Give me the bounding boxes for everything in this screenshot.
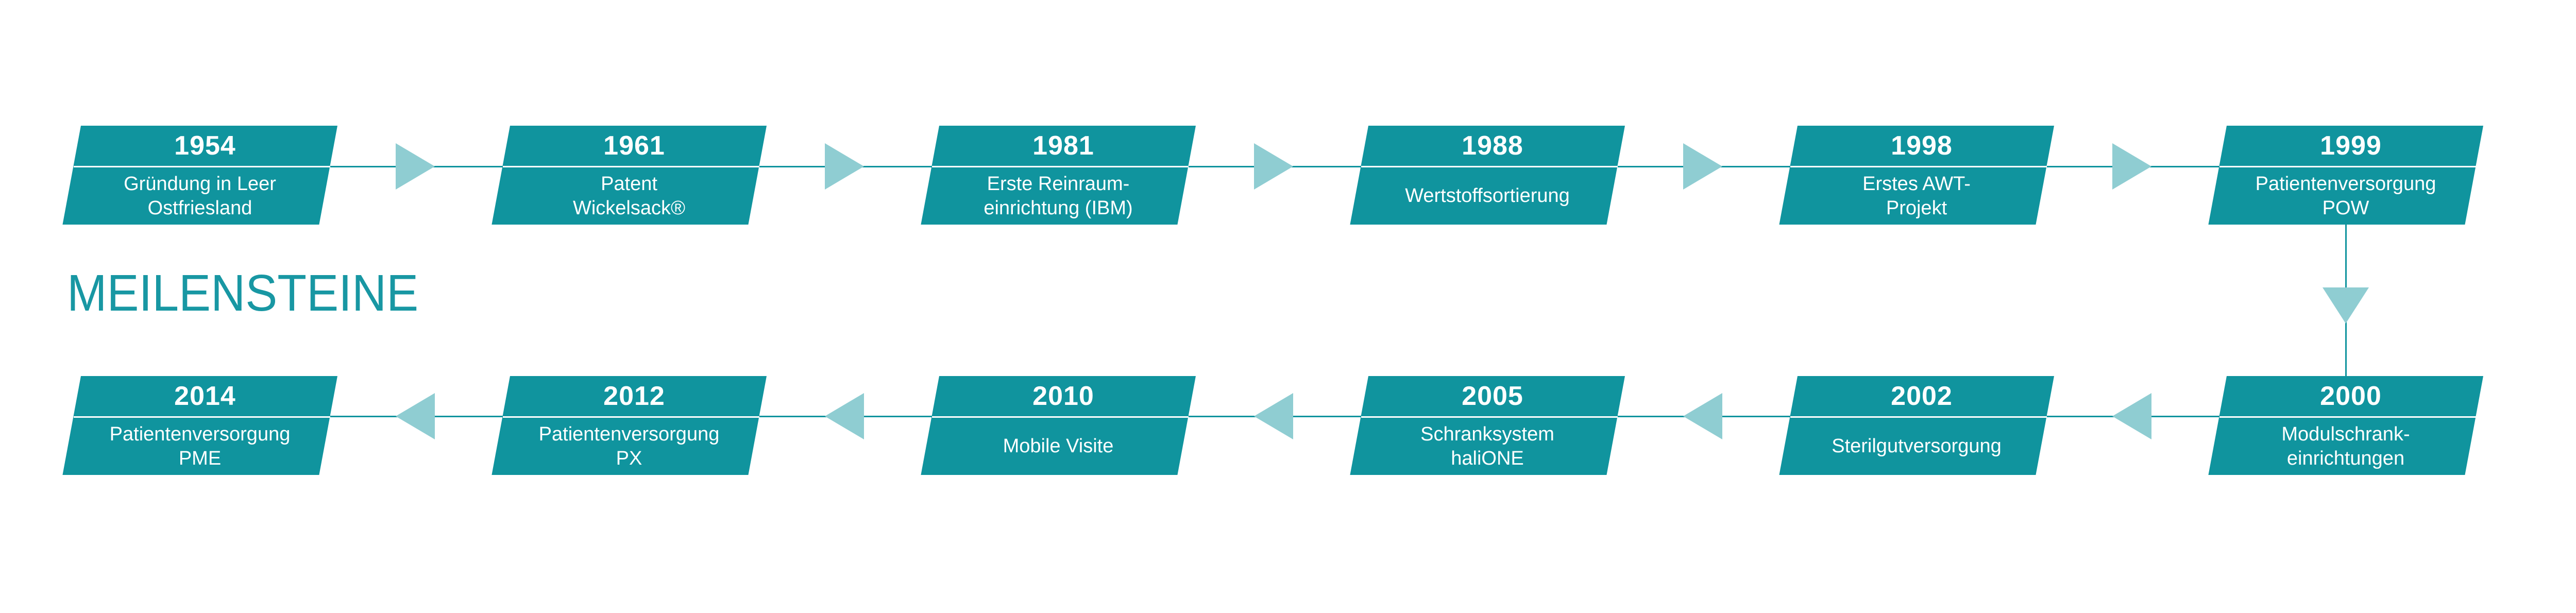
separator-line bbox=[1790, 166, 2047, 167]
milestone-description: Sterilgutversorgung bbox=[1788, 418, 2045, 475]
milestone-description: Erste Reinraum-einrichtung (IBM) bbox=[930, 167, 1187, 225]
milestone-description-line: Schranksystem bbox=[1420, 423, 1554, 445]
milestone-description-line: Projekt bbox=[1886, 197, 1947, 219]
milestone-description-line: Gründung in Leer bbox=[124, 173, 276, 195]
milestone-description: Wertstoffsortierung bbox=[1359, 167, 1616, 225]
milestone-description-line: Patent bbox=[601, 173, 657, 195]
milestone-description-line: Patientenversorgung bbox=[538, 423, 720, 445]
separator-line bbox=[2219, 166, 2476, 167]
milestone-year: 1981 bbox=[1032, 131, 1094, 161]
separator-line bbox=[503, 416, 759, 418]
milestone-year: 1954 bbox=[174, 131, 236, 161]
milestone-year: 1998 bbox=[1891, 131, 1953, 161]
milestone-year: 1961 bbox=[603, 131, 665, 161]
separator-line bbox=[74, 166, 330, 167]
separator-line bbox=[74, 416, 330, 418]
milestone-year: 1999 bbox=[2320, 131, 2382, 161]
arrow-right-icon bbox=[2112, 143, 2151, 190]
milestone-description-line: Erstes AWT- bbox=[1862, 173, 1971, 195]
milestone-year: 2002 bbox=[1891, 381, 1953, 411]
milestone-description-line: Mobile Visite bbox=[1003, 435, 1114, 457]
milestone-description-line: POW bbox=[2322, 197, 2369, 219]
milestone-description: Erstes AWT-Projekt bbox=[1788, 167, 2045, 225]
milestone-description-line: einrichtungen bbox=[2286, 447, 2405, 469]
arrow-right-icon bbox=[1683, 143, 1722, 190]
milestone-year: 2005 bbox=[1462, 381, 1523, 411]
separator-line bbox=[503, 166, 759, 167]
arrow-right-icon bbox=[1254, 143, 1293, 190]
milestone-description-line: Sterilgutversorgung bbox=[1832, 435, 2002, 457]
arrow-left-icon bbox=[1254, 393, 1293, 439]
milestone-description: Mobile Visite bbox=[930, 418, 1187, 475]
milestone-description-line: haliONE bbox=[1451, 447, 1524, 469]
milestone-year: 2012 bbox=[603, 381, 665, 411]
separator-line bbox=[1790, 416, 2047, 418]
separator-line bbox=[1361, 416, 1618, 418]
arrow-left-icon bbox=[2112, 393, 2151, 439]
milestone-description-line: Patientenversorgung bbox=[2255, 173, 2436, 195]
arrow-right-icon bbox=[396, 143, 435, 190]
separator-line bbox=[1361, 166, 1618, 167]
milestone-description-line: PX bbox=[616, 447, 642, 469]
separator-line bbox=[932, 166, 1189, 167]
milestone-year: 2000 bbox=[2320, 381, 2382, 411]
milestone-description-line: Wertstoffsortierung bbox=[1405, 185, 1570, 207]
milestone-year: 1988 bbox=[1462, 131, 1523, 161]
milestone-description-line: Erste Reinraum- bbox=[987, 173, 1130, 195]
page-title: MEILENSTEINE bbox=[67, 264, 419, 322]
arrow-left-icon bbox=[825, 393, 864, 439]
milestone-description-line: Ostfriesland bbox=[147, 197, 252, 219]
separator-line bbox=[2219, 416, 2476, 418]
milestone-description-line: Wickelsack® bbox=[572, 197, 686, 219]
arrow-down-icon bbox=[2323, 287, 2369, 323]
milestone-year: 2014 bbox=[174, 381, 236, 411]
milestone-description-line: einrichtung (IBM) bbox=[984, 197, 1133, 219]
milestone-description-line: Modulschrank- bbox=[2281, 423, 2410, 445]
arrow-left-icon bbox=[396, 393, 435, 439]
separator-line bbox=[932, 416, 1189, 418]
milestone-description-line: PME bbox=[178, 447, 222, 469]
milestone-description: Modulschrank-einrichtungen bbox=[2217, 418, 2474, 475]
arrow-right-icon bbox=[825, 143, 864, 190]
milestone-year: 2010 bbox=[1032, 381, 1094, 411]
milestone-description-line: Patientenversorgung bbox=[109, 423, 291, 445]
arrow-left-icon bbox=[1683, 393, 1722, 439]
